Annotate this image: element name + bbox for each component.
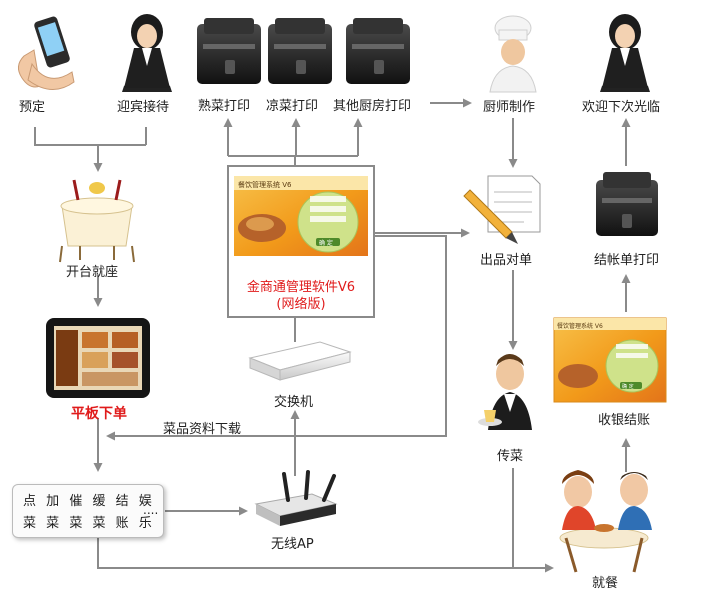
label-serve: 传菜 (497, 449, 524, 464)
op-char: 加 (46, 494, 63, 509)
dining-table-icon (59, 179, 135, 263)
op-char: 菜 (92, 516, 109, 531)
label-cashier: 收银结账 (598, 413, 651, 428)
label-hot-print: 熟菜打印 (198, 99, 251, 114)
label-greeter: 迎宾接待 (117, 100, 170, 115)
label-bill-print: 结帐单打印 (594, 253, 660, 268)
label-reserve: 预定 (19, 100, 46, 115)
operations-row-bottom: 菜 菜 菜 菜 账 乐 (23, 512, 155, 531)
cashier-screen-title: 餐饮管理系统 V6 (557, 322, 603, 330)
hot-dish-printer-icon (197, 18, 261, 84)
chef-icon (489, 15, 537, 93)
label-wireless-ap: 无线AP (271, 537, 314, 552)
label-dining: 就餐 (592, 576, 619, 591)
farewell-icon (600, 14, 650, 92)
label-check-list: 出品对单 (480, 253, 533, 268)
tablet-icon (46, 318, 150, 398)
op-char: 结 (115, 494, 132, 509)
label-farewell: 欢迎下次光临 (582, 100, 661, 115)
cashier-screen-confirm: 确 定 (622, 383, 634, 390)
document-icon (463, 175, 541, 244)
op-char: 点 (23, 494, 40, 509)
op-char: 催 (69, 494, 86, 509)
label-software-name: 金商通管理软件V6 (246, 280, 356, 295)
op-char: 缓 (92, 494, 109, 509)
software-screen-confirm: 确 定 (319, 239, 333, 247)
op-char: 乐 (138, 516, 155, 531)
op-char: 娱 (138, 494, 155, 509)
label-tablet-order: 平板下单 (71, 406, 127, 422)
label-cold-print: 凉菜打印 (266, 99, 319, 114)
operations-box: 点 加 催 缓 结 娱 菜 菜 菜 菜 账 乐 .... (12, 484, 164, 538)
op-char: 账 (115, 516, 132, 531)
op-char: 菜 (23, 516, 40, 531)
network-switch-icon (248, 341, 352, 381)
operations-more: .... (143, 503, 159, 517)
arrow-to-seating (34, 127, 103, 172)
bill-printer-icon (596, 172, 658, 236)
diners-icon (559, 470, 652, 573)
software-screen (234, 176, 368, 256)
other-kitchen-printer-icon (346, 18, 410, 84)
label-software-edition: (网络版) (276, 297, 326, 312)
op-char: 菜 (46, 516, 63, 531)
op-char: 菜 (69, 516, 86, 531)
greeter-icon (122, 14, 172, 92)
arrow-ops-to-dining (97, 538, 554, 573)
label-switch: 交换机 (274, 395, 314, 410)
label-chef: 厨师制作 (483, 100, 536, 115)
label-other-print: 其他厨房打印 (333, 99, 412, 114)
phone-icon (18, 16, 75, 90)
cold-dish-printer-icon (268, 18, 332, 84)
operations-row-top: 点 加 催 缓 结 娱 (23, 490, 155, 509)
wireless-ap-icon (254, 470, 338, 526)
software-screen-title: 餐饮管理系统 V6 (238, 180, 292, 189)
label-menu-download: 菜品资料下载 (163, 422, 242, 437)
connectors (34, 98, 631, 573)
arrow-menu-download (106, 235, 447, 441)
label-seating: 开台就座 (66, 265, 119, 280)
cashier-screen-icon (553, 317, 667, 403)
waiter-icon (478, 354, 532, 430)
